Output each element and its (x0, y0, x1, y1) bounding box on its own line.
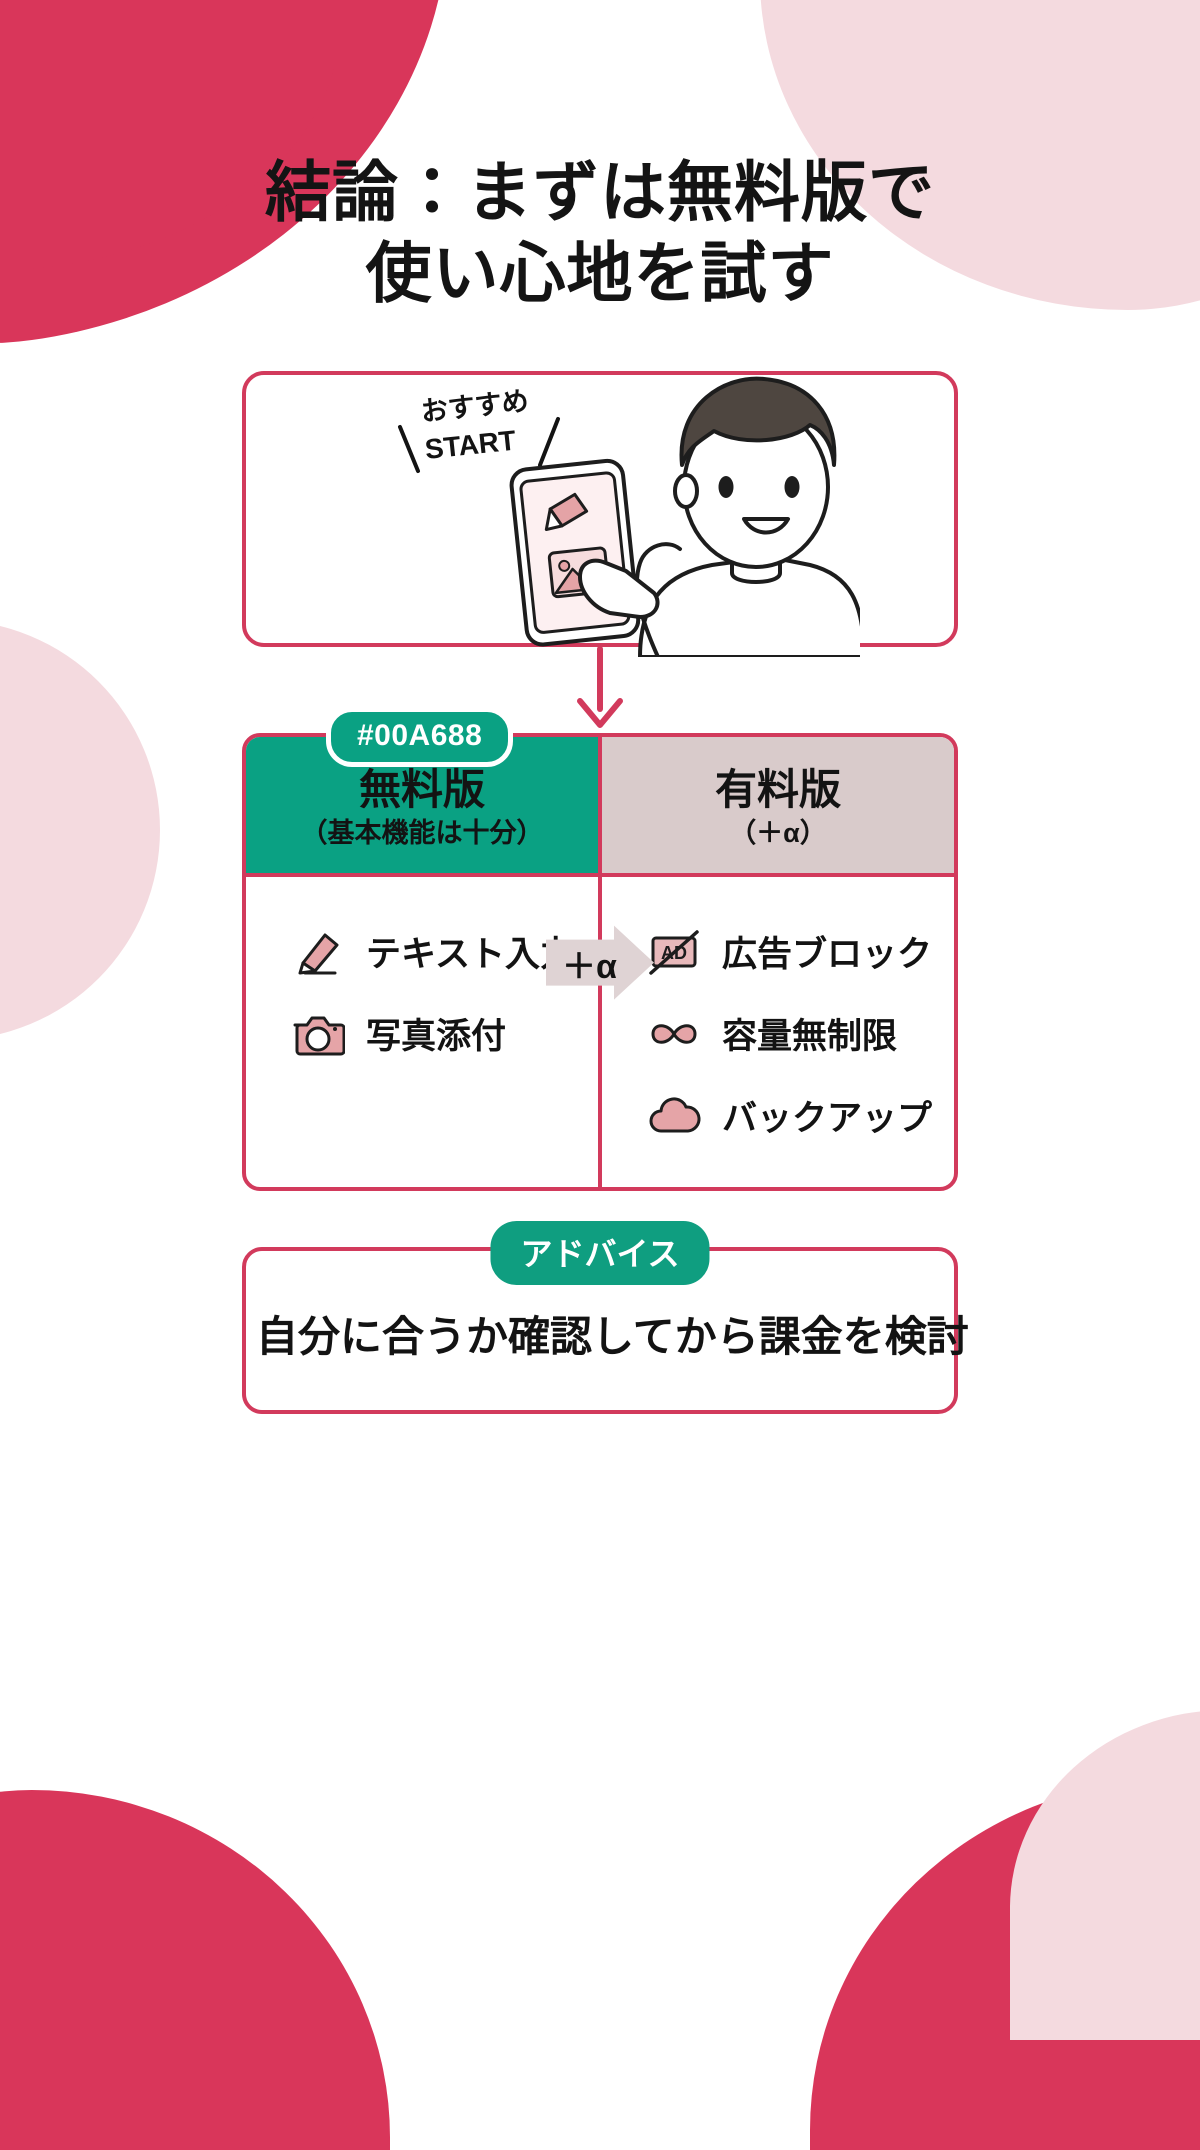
paid-plan-features: AD 広告ブロック 容量無制限 (598, 876, 954, 1187)
feature-label: 容量無制限 (722, 1017, 898, 1057)
recommend-badge-line1: おすすめ (419, 386, 530, 427)
title-line-2: 使い心地を試す (365, 235, 835, 310)
comparison-table-body: テキスト入力 写真添付 (246, 872, 954, 1187)
paid-plan-subtitle: （＋α） (729, 818, 827, 849)
feature-row: 容量無制限 (602, 993, 954, 1075)
hair (679, 376, 837, 468)
pencil-icon (290, 924, 346, 980)
advice-section: アドバイス 自分に合うか確認してから課金を検討 (242, 1220, 969, 1414)
free-plan-features: テキスト入力 写真添付 (246, 877, 598, 1187)
badge-slash-left (398, 425, 420, 474)
title-line-1: 結論：まずは無料版で (265, 155, 935, 229)
feature-label: 広告ブロック (722, 935, 933, 975)
mouth (742, 517, 790, 535)
feature-label: 写真添付 (366, 1017, 507, 1057)
smartphone (509, 458, 641, 647)
plus-alpha-arrow: ＋α (546, 925, 654, 1005)
eye-right (784, 476, 800, 499)
feature-row: バックアップ (602, 1075, 954, 1157)
feature-row: AD 広告ブロック (602, 911, 954, 993)
free-plan-title: 無料版 (358, 766, 485, 814)
advice-text: 自分に合うか確認してから課金を検討 (256, 1312, 969, 1360)
color-code-badge: #00A688 (326, 707, 514, 768)
blob-bottom-left-red (0, 1790, 390, 2150)
arrow-down-icon (577, 646, 623, 729)
feature-label: テキスト入力 (366, 935, 575, 975)
eye-left (718, 476, 734, 499)
cloud-icon (646, 1088, 702, 1144)
feature-row: 写真添付 (246, 993, 598, 1075)
arrow-right-shape (546, 925, 654, 1000)
hero-illustration: おすすめ START (246, 375, 954, 658)
infographic-content: 結論：まずは無料版で 使い心地を試す おすすめ START (0, 0, 1200, 1414)
hero-card: おすすめ START (242, 371, 958, 658)
hand (578, 558, 660, 620)
feature-row: テキスト入力 (246, 911, 598, 993)
plus-alpha-label: ＋α (562, 948, 617, 987)
advice-badge: アドバイス (490, 1220, 710, 1285)
person-with-phone-illustration: おすすめ START (398, 376, 860, 658)
arm (634, 542, 682, 658)
phone-pencil-icon (544, 492, 589, 532)
page-title: 結論：まずは無料版で 使い心地を試す (0, 0, 1200, 313)
infinity-icon (646, 1006, 702, 1062)
feature-label: バックアップ (722, 1099, 933, 1139)
comparison-table: 無料版 （基本機能は十分） 有料版 （＋α） (242, 733, 958, 1191)
blob-bottom-right-red (810, 1780, 1200, 2150)
camera-icon (290, 1006, 346, 1062)
recommend-start-badge: おすすめ START (398, 386, 560, 474)
blob-bottom-right-pink (1010, 1710, 1200, 2040)
flow-arrow-down (570, 646, 630, 733)
paid-plan-title: 有料版 (714, 766, 841, 814)
badge-slash-right (538, 417, 560, 468)
ad-block-icon: AD (646, 924, 702, 980)
paid-plan-header: 有料版 （＋α） (598, 737, 954, 873)
recommend-badge-line2: START (423, 425, 517, 465)
comparison-table-header: 無料版 （基本機能は十分） 有料版 （＋α） (246, 737, 954, 873)
free-plan-subtitle: （基本機能は十分） (300, 818, 544, 849)
comparison-section: #00A688 無料版 （基本機能は十分） 有料版 （＋α） (242, 707, 958, 1191)
